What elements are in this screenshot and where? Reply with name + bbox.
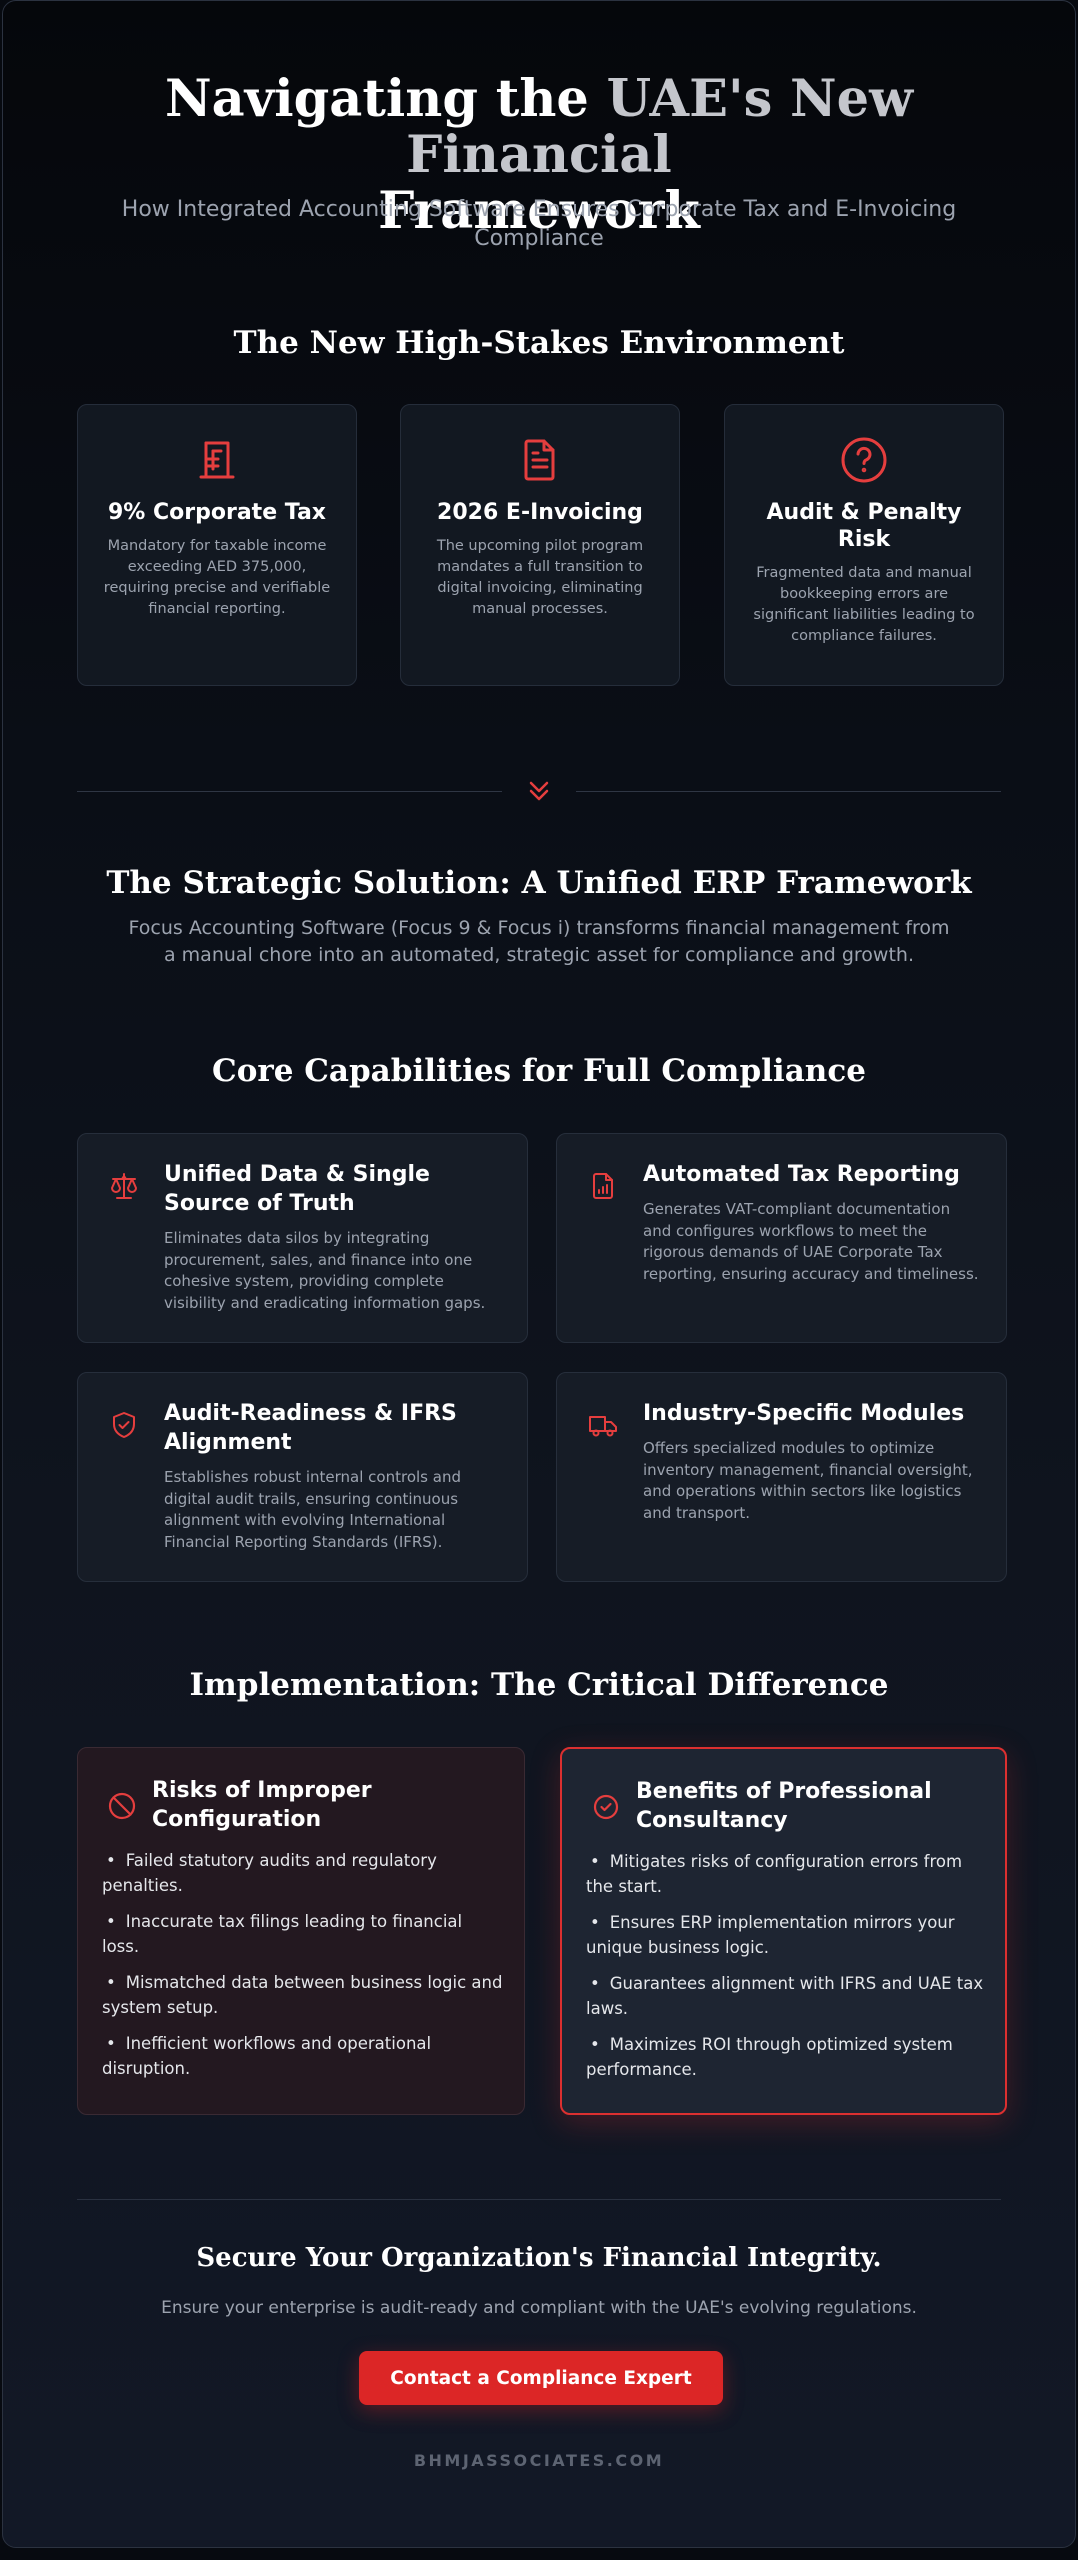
section-divider <box>77 781 1001 801</box>
card-text: The upcoming pilot program mandates a fu… <box>436 538 644 617</box>
capability-unified-data: Unified Data & Single Source of Truth El… <box>77 1133 528 1343</box>
card-corporate-tax: 9% Corporate Tax Mandatory for taxable i… <box>77 404 357 686</box>
document-icon <box>515 435 565 485</box>
list-item: Inefficient workflows and operational di… <box>102 2031 504 2081</box>
card-text: Mandatory for taxable income exceeding A… <box>103 538 331 617</box>
risks-list: Failed statutory audits and regulatory p… <box>102 1848 504 2092</box>
title-part-3: Framework <box>378 181 700 241</box>
card-title: Audit & Penalty Risk <box>766 500 962 552</box>
capability-text: Establishes robust internal controls and… <box>164 1468 461 1551</box>
capability-text: Generates VAT-compliant documentation an… <box>643 1200 979 1283</box>
capability-audit-readiness: Audit-Readiness & IFRS Alignment Establi… <box>77 1372 528 1582</box>
bill-icon <box>192 435 242 485</box>
question-icon <box>839 435 889 485</box>
shield-check-icon <box>108 1409 140 1441</box>
footer-divider <box>77 2199 1001 2200</box>
list-item: Mitigates risks of configuration errors … <box>586 1849 985 1899</box>
capability-title: Audit-Readiness & IFRS Alignment <box>164 1401 457 1455</box>
environment-heading: The New High-Stakes Environment <box>233 325 845 361</box>
benefits-list: Mitigates risks of configuration errors … <box>586 1849 985 2093</box>
footer-website[interactable]: BHMJASSOCIATES.COM <box>413 2451 665 2470</box>
capability-title: Automated Tax Reporting <box>643 1162 960 1187</box>
capability-text: Eliminates data silos by integrating pro… <box>164 1229 486 1312</box>
double-chevron-down-icon <box>525 777 553 805</box>
benefits-panel: Benefits of Professional Consultancy Mit… <box>560 1747 1007 2115</box>
page-subtitle: How Integrated Accounting Software Ensur… <box>121 197 957 251</box>
list-item: Failed statutory audits and regulatory p… <box>102 1848 504 1898</box>
capability-text: Offers specialized modules to optimize i… <box>643 1439 973 1522</box>
cta-heading: Secure Your Organization's Financial Int… <box>196 2243 882 2273</box>
capability-title: Industry-Specific Modules <box>643 1401 965 1426</box>
check-circle-icon <box>590 1791 622 1823</box>
implementation-heading: Implementation: The Critical Difference <box>189 1667 889 1703</box>
title-part-2: UAE's New Financial <box>406 69 914 185</box>
list-item: Guarantees alignment with IFRS and UAE t… <box>586 1971 985 2021</box>
benefits-title: Benefits of Professional Consultancy <box>636 1779 932 1833</box>
card-title: 2026 E-Invoicing <box>437 500 643 525</box>
card-audit-risk: Audit & Penalty Risk Fragmented data and… <box>724 404 1004 686</box>
solution-text: Focus Accounting Software (Focus 9 & Foc… <box>128 917 950 966</box>
card-text: Fragmented data and manual bookkeeping e… <box>753 565 975 644</box>
cta-text: Ensure your enterprise is audit-ready an… <box>161 2298 917 2318</box>
solution-heading: The Strategic Solution: A Unified ERP Fr… <box>106 865 972 901</box>
capabilities-heading: Core Capabilities for Full Compliance <box>212 1053 866 1089</box>
risks-title: Risks of Improper Configuration <box>152 1778 372 1832</box>
report-icon <box>587 1170 619 1202</box>
capability-title: Unified Data & Single Source of Truth <box>164 1162 430 1216</box>
risks-panel: Risks of Improper Configuration Failed s… <box>77 1747 525 2115</box>
list-item: Maximizes ROI through optimized system p… <box>586 2032 985 2082</box>
ban-icon <box>106 1790 138 1822</box>
capability-industry-modules: Industry-Specific Modules Offers special… <box>556 1372 1007 1582</box>
list-item: Ensures ERP implementation mirrors your … <box>586 1910 985 1960</box>
list-item: Mismatched data between business logic a… <box>102 1970 504 2020</box>
truck-icon <box>587 1409 619 1441</box>
list-item: Inaccurate tax filings leading to financ… <box>102 1909 504 1959</box>
capability-tax-reporting: Automated Tax Reporting Generates VAT-co… <box>556 1133 1007 1343</box>
card-e-invoicing: 2026 E-Invoicing The upcoming pilot prog… <box>400 404 680 686</box>
title-part-1: Navigating the <box>164 69 607 129</box>
scale-icon <box>108 1170 140 1202</box>
contact-expert-button[interactable]: Contact a Compliance Expert <box>359 2351 723 2405</box>
card-title: 9% Corporate Tax <box>108 500 326 525</box>
